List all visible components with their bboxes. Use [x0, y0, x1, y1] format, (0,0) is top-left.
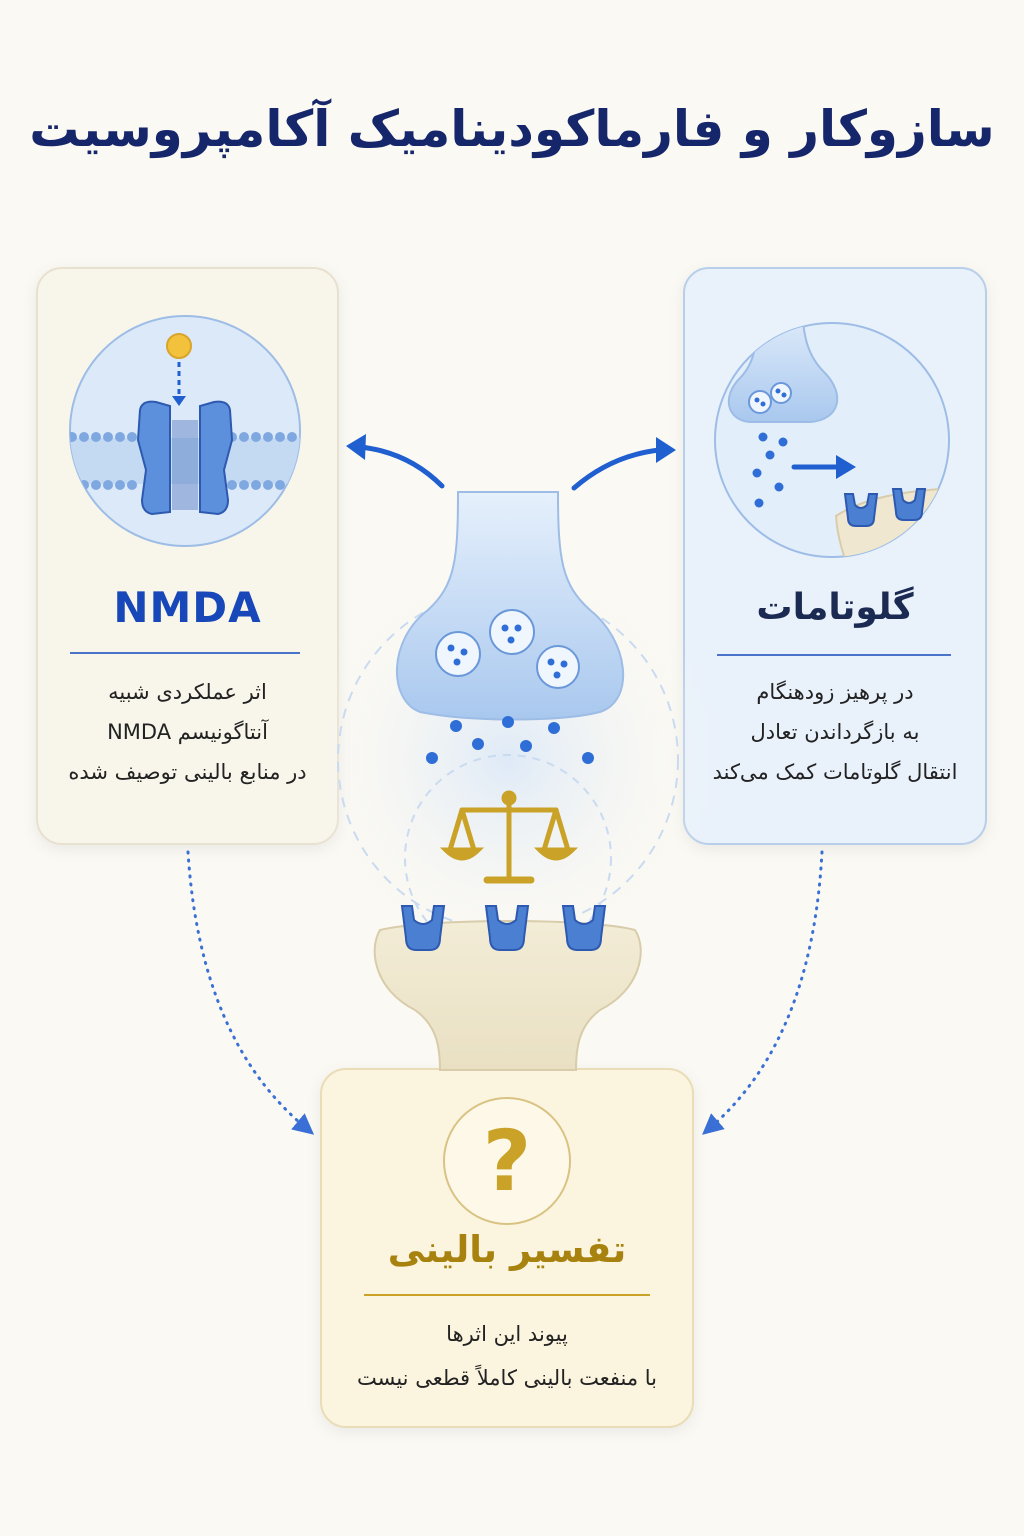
clinical-line-1: پیوند این اثرها [446, 1322, 568, 1346]
arrow-to-glutamate-icon [571, 437, 676, 491]
glutamate-line-2: به بازگرداندن تعادل [750, 720, 920, 744]
synapse-glutamate-release-icon [714, 322, 950, 558]
postsynaptic-terminal [373, 920, 642, 1071]
vesicle [435, 631, 481, 677]
clinical-description: پیوند این اثرها با منفعت بالینی کاملاً ق… [320, 1312, 694, 1400]
nmda-line-2: آنتاگونیسم NMDA [107, 720, 268, 744]
glutamate-description: در پرهیز زودهنگام به بازگرداندن تعادل ان… [683, 672, 987, 792]
glutamate-divider [717, 654, 951, 656]
nmda-line-3: در منابع بالینی توصیف شده [68, 760, 307, 784]
dotted-arrow-left-icon [186, 850, 315, 1135]
clinical-line-2: با منفعت بالینی کاملاً قطعی نیست [356, 1366, 657, 1390]
balance-scale-icon [439, 790, 579, 884]
postsynaptic-receptor-icon [400, 905, 446, 951]
inner-dashed-ring [404, 754, 612, 962]
nmda-receptor-channel-icon [69, 315, 301, 547]
vesicle [536, 645, 580, 689]
nmda-divider [70, 652, 300, 654]
nmda-description: اثر عملکردی شبیه آنتاگونیسم NMDA در مناب… [36, 672, 339, 792]
clinical-heading: تفسیر بالینی [387, 1228, 627, 1271]
presynaptic-terminal [395, 491, 625, 721]
neurotransmitter-dots [426, 716, 594, 764]
glutamate-heading: گلوتامات [756, 587, 914, 628]
glutamate-line-1: در پرهیز زودهنگام [756, 680, 914, 704]
dotted-arrow-right-icon [702, 850, 824, 1135]
postsynaptic-receptor-icon [561, 905, 607, 951]
postsynaptic-receptor-icon [484, 905, 530, 951]
nmda-line-1: اثر عملکردی شبیه [108, 680, 267, 704]
nmda-heading: NMDA [113, 583, 262, 632]
arrow-to-nmda-icon [346, 434, 445, 489]
question-mark-icon: ? [443, 1097, 571, 1225]
glutamate-line-3: انتقال گلوتامات کمک می‌کند [712, 760, 958, 784]
vesicle [489, 609, 535, 655]
svg-text:?: ? [483, 1112, 532, 1210]
page-title: سازوکار و فارماکودینامیک آکامپروسیت [29, 100, 995, 158]
